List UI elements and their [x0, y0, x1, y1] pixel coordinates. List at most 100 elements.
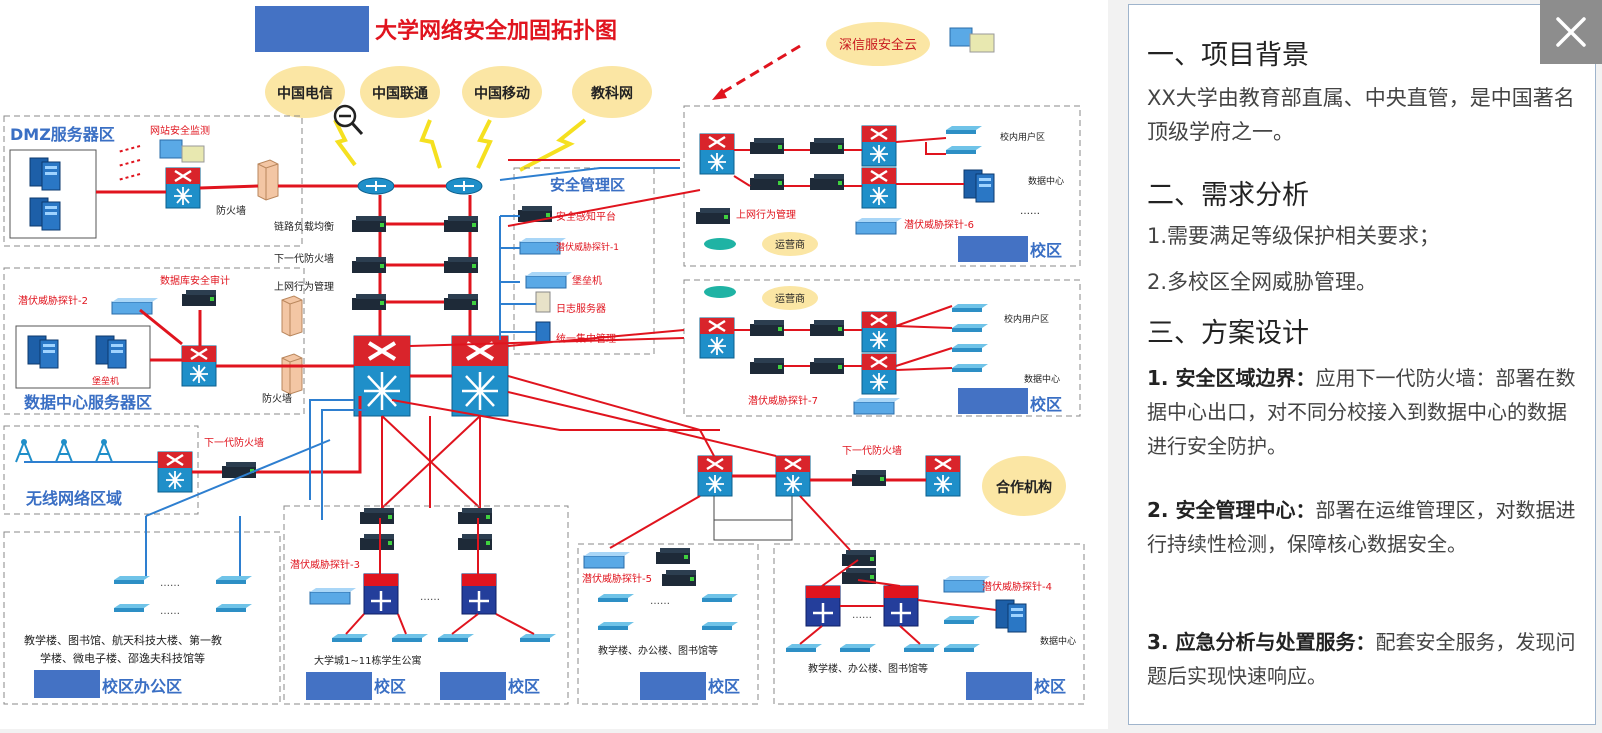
- topology-diagram: 大学网络安全加固拓扑图 中国电信 中国联通 中国移动 教科网: [0, 0, 1108, 729]
- design-point-3: 3. 应急分析与处置服务：配套安全服务，发现问题后实现快速响应。: [1147, 625, 1581, 693]
- campus6-users-label: 校内用户区: [1000, 131, 1045, 143]
- campus6-dc-label: 数据中心: [1028, 175, 1064, 187]
- close-icon[interactable]: [1554, 15, 1588, 49]
- campus-6-label: 校区: [1030, 241, 1062, 260]
- redacted-block: [306, 672, 372, 700]
- campus6-carrier-label: 运营商: [775, 238, 805, 251]
- office-campus-zone: [3, 531, 281, 705]
- dc-bastion-label: 堡垒机: [92, 375, 119, 387]
- ellipsis: ……: [852, 610, 872, 621]
- campus7-probe-label: 潜伏威胁探针-7: [748, 394, 818, 407]
- campus-label: 校区: [508, 677, 540, 696]
- wireless-zone-label: 无线网络区域: [25, 489, 122, 508]
- design-point-1-body: 应用下一代防火墙：部署在数据中心出口，对不同分校接入到数据中心的数据进行安全防护…: [1147, 366, 1576, 458]
- cloud-service: 深信服安全云: [826, 22, 995, 66]
- campus7-carrier-label: 运营商: [775, 292, 805, 305]
- isp-cloud-mobile: 中国移动: [462, 66, 542, 118]
- section-design-title: 三、方案设计: [1147, 318, 1309, 349]
- redacted-block: [640, 672, 706, 700]
- mgmt-item-3: 堡垒机: [572, 274, 602, 287]
- topology-svg: 大学网络安全加固拓扑图 中国电信 中国联通 中国移动 教科网: [3, 6, 1085, 705]
- probe-3-label: 潜伏威胁探针-3: [290, 558, 360, 571]
- svg-text:中国联通: 中国联通: [372, 85, 428, 102]
- campus-7-zone: [683, 279, 1081, 417]
- redacted-block: [958, 236, 1028, 262]
- campus6-behavior-label: 上网行为管理: [736, 208, 796, 221]
- probe-5-label: 潜伏威胁探针-5: [582, 572, 652, 585]
- redacted-block: [966, 672, 1032, 700]
- right-ngfw-label: 下一代防火墙: [842, 444, 902, 457]
- design-point-2: 2. 安全管理中心：部署在运维管理区，对数据进行持续性检测，保障核心数据安全。: [1147, 493, 1581, 561]
- campus6-probe-label: 潜伏威胁探针-6: [904, 218, 974, 231]
- requirement-item-1: 1.需要满足等级保护相关要求；: [1147, 224, 1441, 248]
- design-point-2-head: 2. 安全管理中心：: [1147, 498, 1316, 522]
- campus4-dc-label: 数据中心: [1040, 635, 1076, 647]
- office-campus-label: 校区办公区: [102, 677, 182, 696]
- security-mgmt-zone: [513, 167, 655, 355]
- campus-5-zone: [577, 543, 759, 705]
- bldg-desc-1: 教学楼、办公楼、图书馆等: [598, 644, 718, 657]
- isp-cloud-cernet: 教科网: [572, 66, 652, 118]
- dorm-campus-zone: [283, 505, 569, 705]
- svg-text:教科网: 教科网: [591, 85, 633, 102]
- diagram-title: 大学网络安全加固拓扑图: [375, 18, 617, 44]
- design-point-3-body: 配套安全服务，发现问题后实现快速响应。: [1147, 630, 1576, 688]
- design-point-2-body: 部署在运维管理区，对数据进行持续性检测，保障核心数据安全。: [1147, 498, 1576, 556]
- svg-text:中国电信: 中国电信: [277, 85, 333, 102]
- redacted-block: [440, 672, 506, 700]
- redacted-block: [958, 388, 1028, 414]
- svg-text:深信服安全云: 深信服安全云: [839, 37, 917, 53]
- campus7-users-label: 校内用户区: [1004, 313, 1049, 325]
- campus-6-zone: [683, 105, 1081, 267]
- section-requirements-title: 二、需求分析: [1147, 180, 1309, 211]
- campus-4-label: 校区: [1034, 677, 1066, 696]
- ellipsis: ……: [1020, 206, 1040, 217]
- dmz-firewall-label: 防火墙: [216, 204, 246, 217]
- redacted-block: [34, 670, 100, 698]
- partner-label: 合作机构: [996, 479, 1052, 496]
- office-desc-1: 教学楼、图书馆、航天科技大楼、第一教: [24, 633, 222, 647]
- partner-cloud: [982, 456, 1066, 516]
- mgmt-item-4: 日志服务器: [556, 302, 606, 315]
- db-audit-label: 数据库安全审计: [160, 274, 230, 287]
- close-button[interactable]: [1540, 0, 1602, 64]
- campus-4-zone: [773, 543, 1085, 705]
- dmz-zone: [3, 115, 303, 247]
- ellipsis: ……: [160, 606, 180, 617]
- probe-4-label: 潜伏威胁探针-4: [982, 580, 1052, 593]
- design-point-1-head: 1. 安全区域边界：: [1147, 366, 1316, 390]
- section-background-body: XX大学由教育部直属、中央直管，是中国著名顶级学府之一。: [1147, 86, 1575, 144]
- design-point-3-head: 3. 应急分析与处置服务：: [1147, 630, 1376, 654]
- web-monitor-label: 网站安全监测: [150, 124, 210, 137]
- core-link-lb-label: 链路负载均衡: [274, 220, 334, 233]
- ellipsis: ……: [160, 578, 180, 589]
- dmz-zone-label: DMZ服务器区: [10, 125, 115, 144]
- security-mgmt-label: 安全管理区: [550, 176, 625, 194]
- campus-5-label: 校区: [708, 677, 740, 696]
- section-background-title: 一、项目背景: [1147, 40, 1309, 71]
- campus7-dc-label: 数据中心: [1024, 373, 1060, 385]
- core-ngfw-label: 下一代防火墙: [274, 252, 334, 265]
- redacted-block: [255, 6, 369, 52]
- ellipsis: ……: [650, 596, 670, 607]
- design-point-1: 1. 安全区域边界：应用下一代防火墙：部署在数据中心出口，对不同分校接入到数据中…: [1147, 361, 1581, 463]
- wireless-zone: [3, 425, 199, 515]
- bldg-desc-2: 教学楼、办公楼、图书馆等: [808, 662, 928, 675]
- zoom-out-icon[interactable]: [333, 104, 364, 136]
- description-panel: 一、项目背景 XX大学由教育部直属、中央直管，是中国著名顶级学府之一。 二、需求…: [1128, 4, 1596, 725]
- requirement-item-2: 2.多校区全网威胁管理。: [1147, 270, 1378, 294]
- dorm-campus-label: 校区: [374, 677, 406, 696]
- ellipsis: ……: [420, 592, 440, 603]
- datacenter-zone: [3, 267, 305, 415]
- svg-text:中国移动: 中国移动: [474, 85, 530, 102]
- office-desc-2: 学楼、微电子楼、邵逸夫科技馆等: [40, 651, 205, 665]
- isp-cloud-unicom: 中国联通: [360, 66, 440, 118]
- mgmt-item-2: 潜伏威胁探针-1: [556, 241, 619, 253]
- dc-firewall-label: 防火墙: [262, 392, 292, 405]
- dc-probe-label: 潜伏威胁探针-2: [18, 294, 88, 307]
- campus-7-label: 校区: [1030, 395, 1062, 414]
- core-behavior-label: 上网行为管理: [274, 280, 334, 293]
- isp-cloud-telecom: 中国电信: [265, 66, 345, 118]
- wireless-ngfw-label: 下一代防火墙: [204, 436, 264, 449]
